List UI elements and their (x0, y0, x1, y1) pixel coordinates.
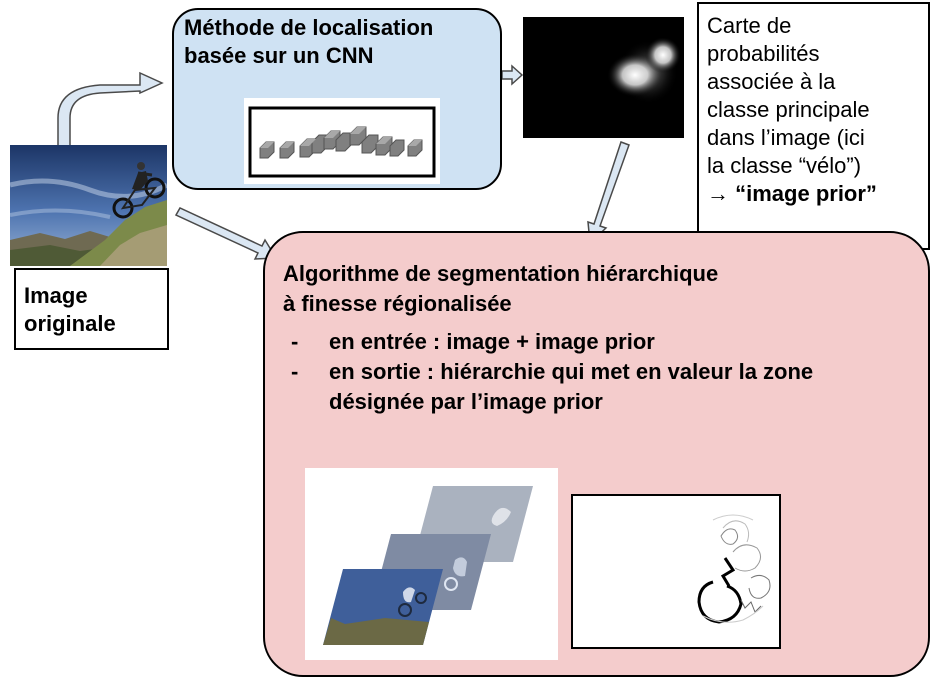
original-photo-svg (10, 145, 167, 266)
segmentation-algorithm-box: Algorithme de segmentation hiérarchique … (263, 231, 930, 677)
probability-heatmap (523, 17, 684, 138)
image-prior-term: “image prior” (735, 181, 877, 206)
original-image-label-box: Image originale (14, 268, 169, 350)
hierarchy-stack-svg (323, 486, 533, 645)
cnn-title: Méthode de localisation basée sur un CNN (184, 14, 504, 70)
bullet-marker: - (291, 359, 299, 384)
segmentation-bullet-list: - en entrée : image + image prior - en s… (291, 327, 911, 417)
cnn-architecture-svg (248, 106, 436, 178)
arrow-original-to-cnn (57, 71, 164, 147)
prob-caption-line: associée à la (707, 69, 836, 94)
prob-caption-line: classe principale (707, 97, 870, 122)
bullet-output: - en sortie : hiérarchie qui met en vale… (291, 357, 911, 417)
segmentation-title-line2: à finesse régionalisée (283, 291, 512, 316)
hierarchy-contour-map (571, 494, 781, 649)
bullet-input: - en entrée : image + image prior (291, 327, 911, 357)
arrow-cnn-to-heatmap (501, 64, 524, 86)
bullet-marker: - (291, 329, 299, 354)
cnn-architecture-diagram (244, 98, 440, 184)
probability-caption-box: Carte de probabilités associée à la clas… (697, 2, 930, 250)
heatmap-svg (523, 17, 684, 138)
prob-caption-line: Carte de (707, 13, 792, 38)
bullet-output-text: en sortie : hiérarchie qui met en valeur… (329, 359, 814, 414)
cnn-title-line1: Méthode de localisation (184, 15, 434, 40)
prob-caption-last-line: → “image prior” (707, 180, 920, 208)
hierarchy-stack-image (305, 468, 558, 660)
arrow-heatmap-to-seg (587, 141, 630, 245)
contour-map-svg (697, 514, 771, 624)
right-arrow-glyph: → (707, 181, 729, 206)
prob-caption-line: probabilités (707, 41, 820, 66)
original-photo (10, 145, 167, 266)
original-label-line1: Image (24, 283, 88, 308)
prob-caption-line: la classe “vélo”) (707, 153, 862, 178)
bullet-input-text: en entrée : image + image prior (329, 329, 655, 354)
segmentation-title: Algorithme de segmentation hiérarchique … (283, 259, 923, 319)
original-label-line2: originale (24, 311, 116, 336)
cnn-localisation-box: Méthode de localisation basée sur un CNN (172, 8, 502, 190)
segmentation-title-line1: Algorithme de segmentation hiérarchique (283, 261, 719, 286)
arrow-original-to-seg (174, 207, 278, 260)
prob-caption-line: dans l’image (ici (707, 125, 865, 150)
cnn-title-line2: basée sur un CNN (184, 43, 374, 68)
